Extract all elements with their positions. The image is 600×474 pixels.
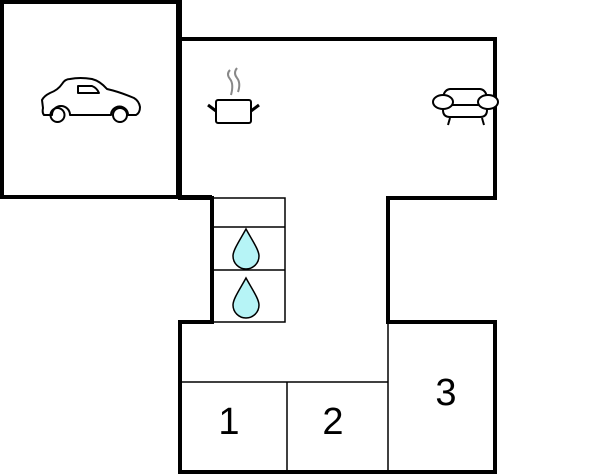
- water-drop-icon: [232, 227, 260, 270]
- water-drop-icon: [232, 276, 260, 319]
- armchair-icon: [432, 88, 499, 126]
- garage-room: [0, 0, 180, 199]
- cooking-pot-icon: [207, 67, 260, 124]
- bedroom-2-label: 2: [322, 401, 344, 443]
- car-icon: [41, 77, 141, 123]
- bedroom-3-label: 3: [435, 372, 457, 414]
- bedroom-walls: [180, 196, 497, 472]
- bedroom-1-label: 1: [218, 401, 240, 443]
